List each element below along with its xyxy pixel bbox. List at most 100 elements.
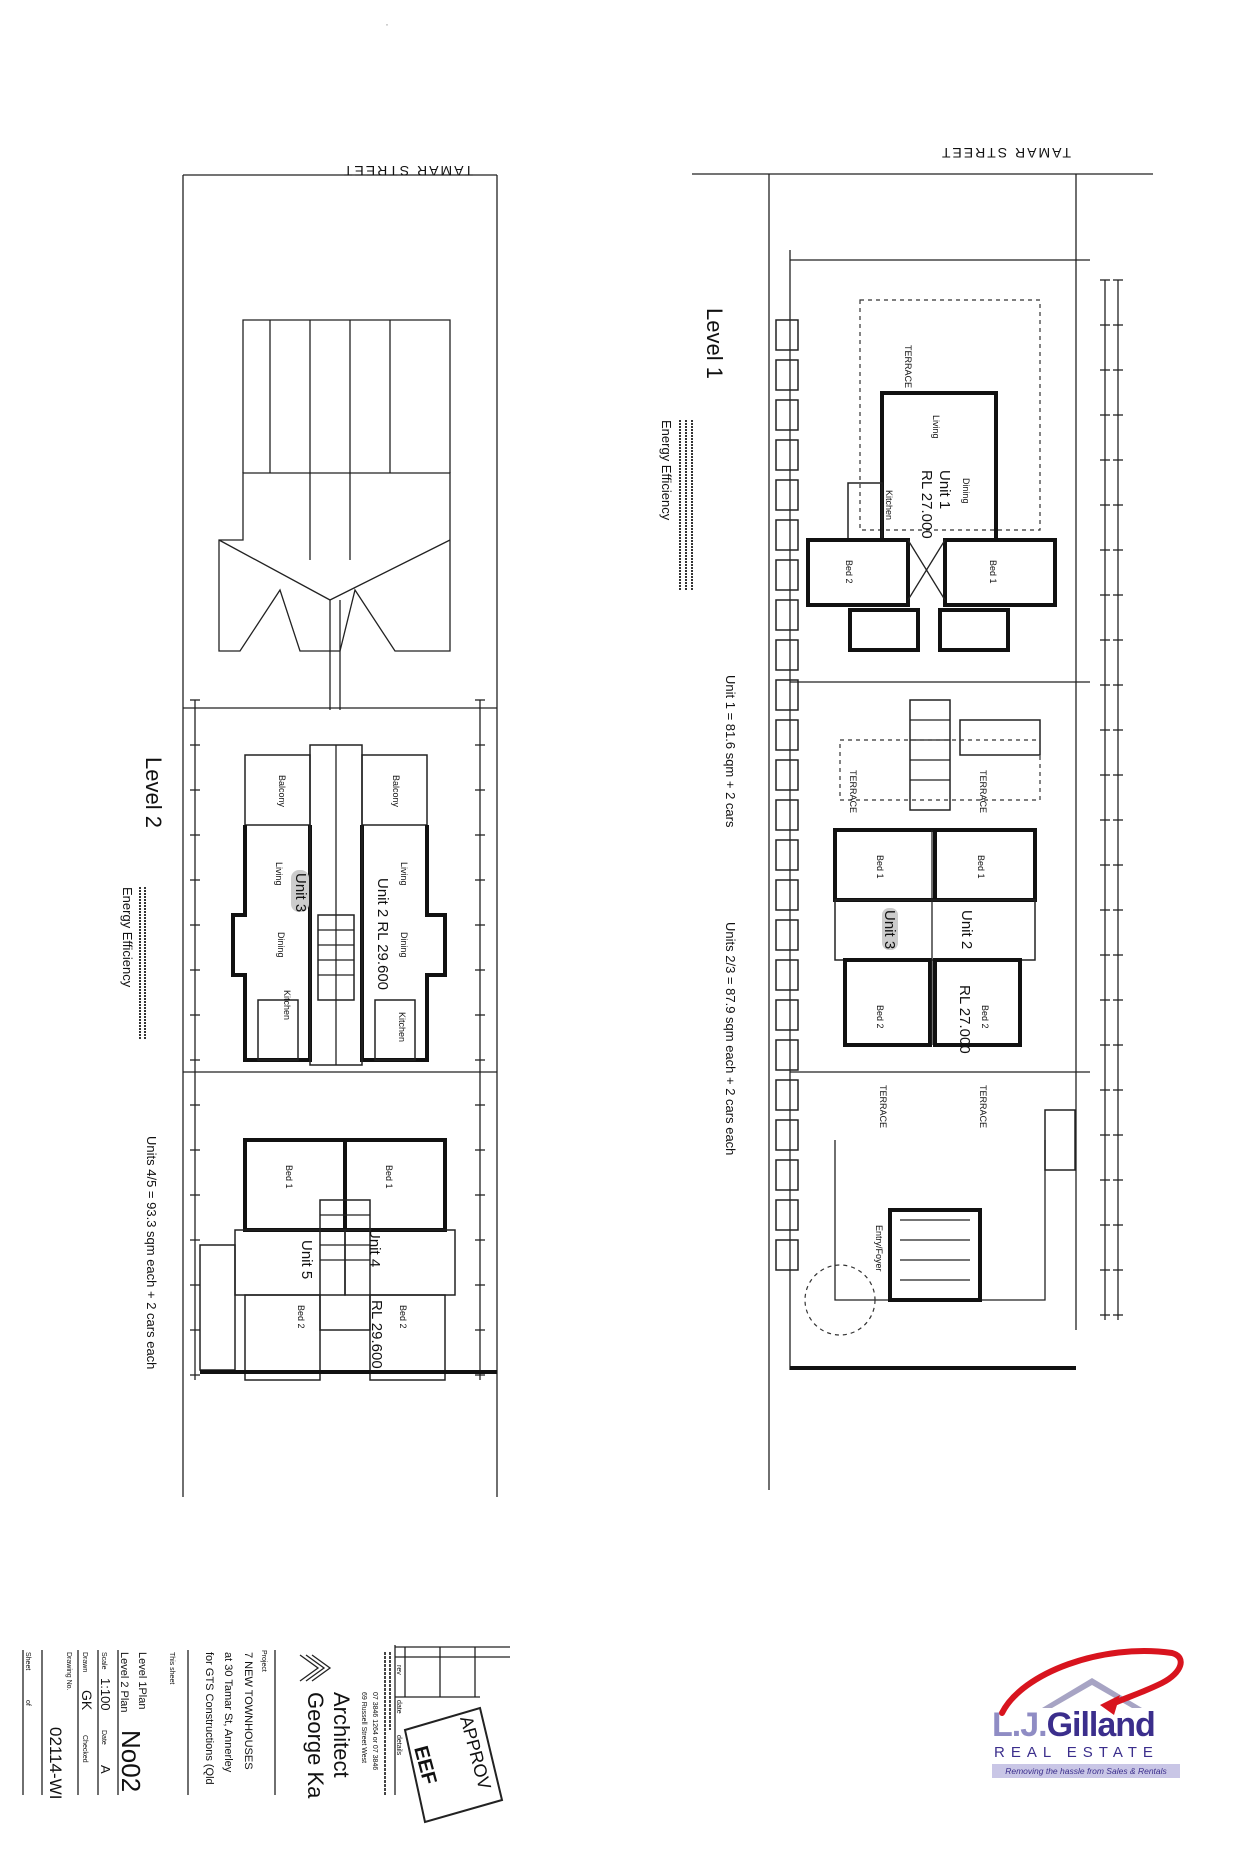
garden-bed-box <box>775 959 799 991</box>
scan-mark: · <box>385 17 389 31</box>
energy-efficiency-heading: Energy Efficiency <box>120 887 135 988</box>
room-label-bed2: Bed 2 <box>398 1305 408 1329</box>
garden-bed-box <box>775 559 799 591</box>
units-4-5-area-note: Units 4/5 = 93.3 sqm each + 2 cars each <box>144 1136 159 1369</box>
logo-roof-swoosh-icon <box>999 1648 1184 1716</box>
details-column-label: details <box>395 1735 402 1756</box>
level-1-title: Level 1 <box>702 308 727 379</box>
entry-level1: Entry/Foyer <box>790 1109 1076 1370</box>
roof-plan <box>218 319 451 710</box>
room-label-bed1: Bed 1 <box>875 855 885 879</box>
date-column-label: date <box>395 1700 402 1714</box>
room-label-bed2: Bed 2 <box>296 1305 306 1329</box>
rl-label: RL 27.000 <box>918 470 935 539</box>
logo-tagline: Removing the hassle from Sales & Rentals <box>992 1764 1180 1778</box>
room-label-bed1: Bed 1 <box>976 855 986 879</box>
garden-bed-box <box>775 1079 799 1111</box>
terrace-label: TERRACE <box>978 770 988 813</box>
scale-value: 1:100 <box>98 1678 113 1711</box>
garden-bed-box <box>775 879 799 911</box>
rl-label: RL 29.600 <box>368 1300 385 1369</box>
architect-address: 69 Russell Street West <box>360 1692 367 1763</box>
garden-bed-box <box>775 1239 799 1271</box>
garden-bed-box <box>775 439 799 471</box>
unit-3-label: Unit 3 <box>881 910 898 949</box>
stair-external <box>1044 1109 1076 1171</box>
units-2-3-area-note: Units 2/3 = 87.9 sqm each + 2 cars each <box>723 922 738 1155</box>
room-label-dining: Dining <box>399 932 409 958</box>
unit-3-label: Unit 3 <box>292 873 309 912</box>
architect-title: Architect <box>329 1692 354 1778</box>
garden-bed-box <box>775 479 799 511</box>
garden-bed-box <box>775 1199 799 1231</box>
logo-name: Gilland <box>1046 1706 1156 1744</box>
garden-bed-box <box>775 799 799 831</box>
project-address: at 30 Tamar St, Annerley <box>222 1652 234 1773</box>
garden-bed-box <box>775 399 799 431</box>
units-2-3-level1: TERRACE TERRACE Bed 1 Bed 1 Unit 3 Unit … <box>833 739 1041 1128</box>
room-label-kitchen: Kitchen <box>884 490 894 520</box>
date-label: Date <box>100 1730 107 1745</box>
room-label-bed2: Bed 2 <box>844 560 854 584</box>
scale-label: Scale <box>100 1652 107 1670</box>
room-label-kitchen: Kitchen <box>397 1012 407 1042</box>
stair <box>317 745 355 1065</box>
unit-1-area-note: Unit 1 = 81.6 sqm + 2 cars <box>723 675 738 828</box>
approval-stamp: APPROV EEF <box>403 1706 504 1824</box>
drawing-no-label: Drawing No. <box>65 1652 72 1691</box>
garden-bed-box <box>775 719 799 751</box>
level-2-title: Level 2 <box>141 757 166 828</box>
garden-bed-boxes <box>775 319 799 1271</box>
garden-bed-box <box>775 919 799 951</box>
unit-2-label: Unit 2 <box>958 910 975 949</box>
carport <box>199 1244 236 1371</box>
terrace-label: TERRACE <box>848 770 858 813</box>
room-label-bed2: Bed 2 <box>980 1005 990 1029</box>
logo-prefix: L.J. <box>992 1706 1048 1744</box>
drawing-number: 02114-WI <box>46 1727 65 1799</box>
garden-bed-box <box>775 639 799 671</box>
room-label-bed1: Bed 1 <box>384 1165 394 1189</box>
unit-1-level1: TERRACE Living Unit 1 RL 27.000 Dining K… <box>806 299 1057 652</box>
room-label-balcony: Balcony <box>391 775 401 808</box>
terrace-label: TERRACE <box>903 345 913 388</box>
room-label-balcony: Balcony <box>277 775 287 808</box>
this-sheet-label: This sheet <box>168 1652 175 1684</box>
stair <box>909 699 1041 811</box>
highlight-mark <box>291 870 309 912</box>
project-title: 7 NEW TOWNHOUSES <box>242 1652 254 1770</box>
architect-logo-icon <box>299 1654 332 1682</box>
room-label-bed1: Bed 1 <box>988 560 998 584</box>
sheet-label: Sheet <box>24 1652 31 1670</box>
garden-bed-box <box>775 359 799 391</box>
level-2-plan: TAMAR STREET <box>120 163 498 1497</box>
unit-4-label: Unit 4 <box>366 1228 383 1267</box>
terrace-label: TERRACE <box>878 1085 888 1128</box>
room-label-bed2: Bed 2 <box>875 1005 885 1029</box>
of-label: of <box>24 1700 31 1706</box>
sheet-content-line: Level 2 Plan <box>118 1652 130 1713</box>
date-value: A <box>98 1765 113 1774</box>
room-label-dining: Dining <box>961 478 971 504</box>
unit-2-label: Unit 2 RL 29.600 <box>374 878 391 990</box>
garden-bed-box <box>775 599 799 631</box>
room-label-living: Living <box>274 862 284 886</box>
room-label-kitchen: Kitchen <box>282 990 292 1020</box>
room-label-living: Living <box>931 415 941 439</box>
garden-bed-box <box>775 839 799 871</box>
drawn-label: Drawn <box>81 1652 88 1672</box>
garden-bed-box <box>775 519 799 551</box>
street-label: TAMAR STREET <box>342 163 473 179</box>
sheet-content-line: Level 1Plan <box>136 1652 148 1710</box>
room-label-living: Living <box>399 862 409 886</box>
garden-bed-box <box>775 1159 799 1191</box>
sheet-number-stamp: No02 <box>116 1730 146 1792</box>
garden-bed-box <box>775 759 799 791</box>
garden-bed-box <box>775 1039 799 1071</box>
title-block: rev date details Sheet of Drawing No. 02… <box>22 1645 510 1824</box>
garden-bed-box <box>775 679 799 711</box>
architect-name: George Ka <box>303 1692 328 1799</box>
terrace-label: TERRACE <box>978 1085 988 1128</box>
rev-column-label: rev <box>395 1665 402 1675</box>
